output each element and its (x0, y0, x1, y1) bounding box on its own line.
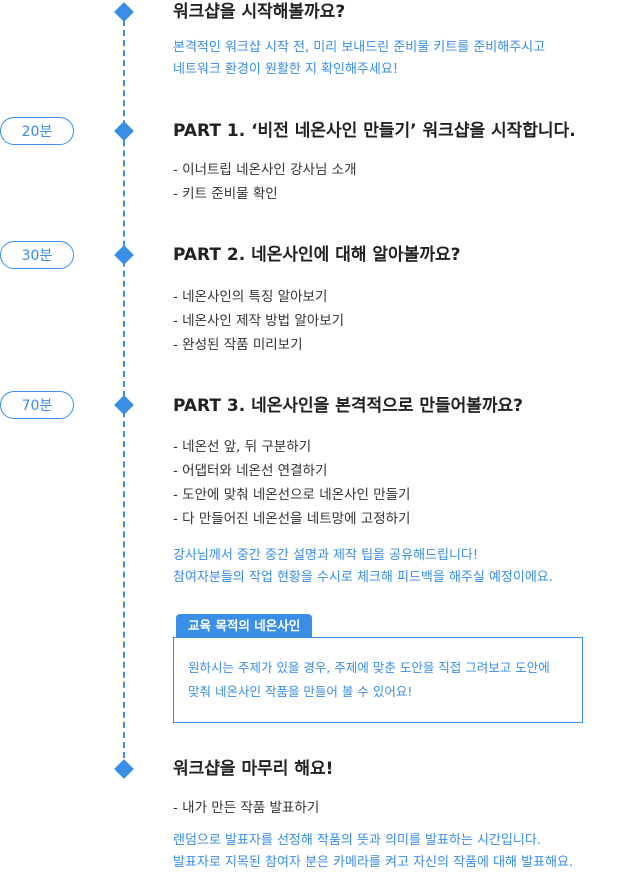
section-note: 랜덤으로 발표자를 선정해 작품의 뜻과 의미를 발표하는 시간입니다. (173, 833, 541, 848)
list-item: - 네온선 앞, 뒤 구분하기 (173, 439, 312, 455)
section-outro: 워크샵을 마무리 해요! - 내가 만든 작품 발표하기 랜덤으로 발표자를 선… (173, 758, 613, 874)
section-note: 발표자로 지목된 참여자 분은 카메라를 켜고 자신의 작품에 대해 발표해요. (173, 855, 574, 870)
list-item: - 어댑터와 네온선 연결하기 (173, 463, 328, 479)
section-title: PART 1. ‘비전 네온사인 만들기’ 워크샵을 시작합니다. (173, 121, 576, 141)
section-note: 참여자분들의 작업 현황을 수시로 체크해 피드백을 해주실 예정이에요. (173, 570, 553, 585)
timeline-marker-part2 (114, 245, 134, 265)
section-title: 워크샵을 시작해볼까요? (173, 2, 346, 22)
list-item: - 이너트립 네온사인 강사님 소개 (173, 162, 357, 178)
list-item: - 네온사인 제작 방법 알아보기 (173, 313, 345, 329)
list-item: - 다 만들어진 네온선을 네트망에 고정하기 (173, 511, 411, 527)
bullet-list: - 내가 만든 작품 발표하기 (173, 796, 613, 820)
duration-badge-part1: 20분 (0, 117, 74, 145)
section-title: PART 2. 네온사인에 대해 알아볼까요? (173, 245, 461, 265)
section-title: 워크샵을 마무리 해요! (173, 759, 334, 779)
section-note: 본격적인 워크샵 시작 전, 미리 보내드린 준비물 키트를 준비해주시고 (173, 40, 546, 55)
list-item: - 완성된 작품 미리보기 (173, 337, 303, 353)
bullet-list: - 이너트립 네온사인 강사님 소개 - 키트 준비물 확인 (173, 158, 613, 206)
timeline-marker-part3 (114, 395, 134, 415)
section-title: PART 3. 네온사인을 본격적으로 만들어볼까요? (173, 396, 524, 416)
list-item: - 키트 준비물 확인 (173, 186, 278, 202)
callout-line: 맞춰 네온사인 작품을 만들어 볼 수 있어요! (188, 684, 413, 699)
list-item: - 도안에 맞춰 네온선으로 네온사인 만들기 (173, 487, 411, 503)
list-item: - 네온사인의 특징 알아보기 (173, 289, 328, 305)
callout-text: 원하시는 주제가 있을 경우, 주제에 맞춘 도안을 직접 그려보고 도안에 맞… (188, 656, 578, 704)
bullet-list: - 네온선 앞, 뒤 구분하기 - 어댑터와 네온선 연결하기 - 도안에 맞춰… (173, 435, 613, 531)
timeline-marker-intro (114, 2, 134, 22)
callout-line: 원하시는 주제가 있을 경우, 주제에 맞춘 도안을 직접 그려보고 도안에 (188, 660, 550, 675)
list-item: - 내가 만든 작품 발표하기 (173, 800, 320, 816)
callout-tab: 교육 목적의 네온사인 (176, 614, 313, 638)
bullet-list: - 네온사인의 특징 알아보기 - 네온사인 제작 방법 알아보기 - 완성된 … (173, 285, 613, 357)
timeline-marker-outro (114, 759, 134, 779)
callout-box (173, 637, 583, 723)
timeline-marker-part1 (114, 121, 134, 141)
timeline-line (123, 10, 125, 768)
section-part3: PART 3. 네온사인을 본격적으로 만들어볼까요? - 네온선 앞, 뒤 구… (173, 395, 613, 589)
section-part2: PART 2. 네온사인에 대해 알아볼까요? - 네온사인의 특징 알아보기 … (173, 244, 613, 357)
section-note: 강사님께서 중간 중간 설명과 제작 팁을 공유해드립니다! (173, 548, 479, 563)
duration-badge-part3: 70분 (0, 391, 74, 419)
section-intro: 워크샵을 시작해볼까요? 본격적인 워크샵 시작 전, 미리 보내드린 준비물 … (173, 1, 613, 81)
section-part1: PART 1. ‘비전 네온사인 만들기’ 워크샵을 시작합니다. - 이너트립… (173, 120, 613, 206)
section-note: 네트워크 환경이 원활한 지 확인해주세요! (173, 62, 399, 77)
duration-badge-part2: 30분 (0, 241, 74, 269)
